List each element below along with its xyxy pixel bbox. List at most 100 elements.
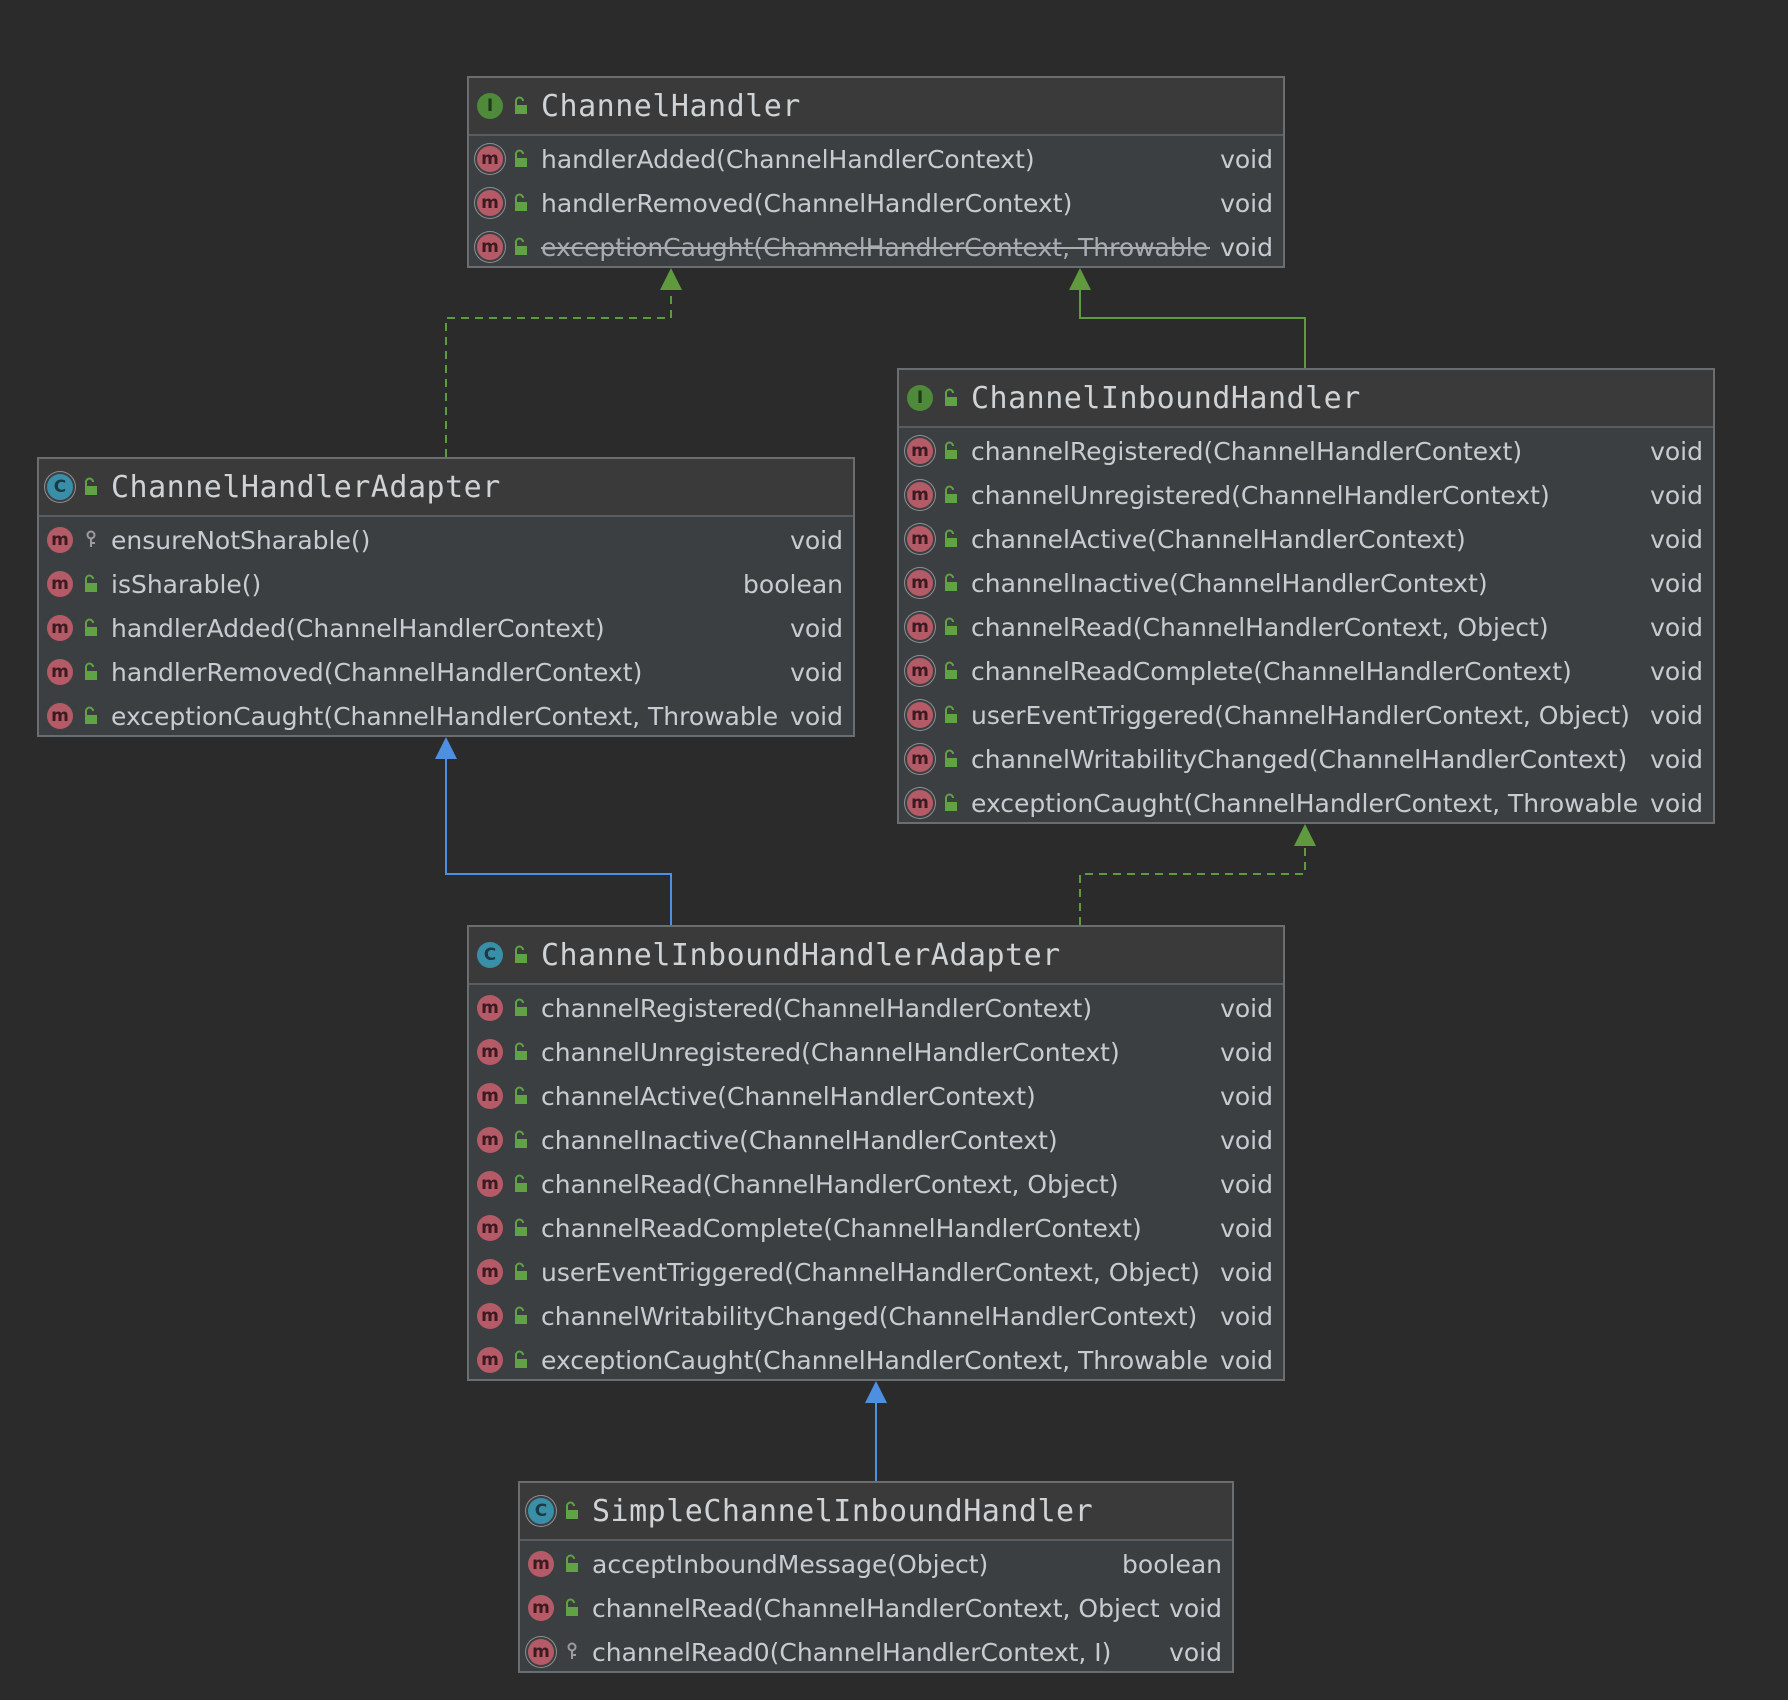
method-icon: m	[907, 482, 933, 508]
method-signature: acceptInboundMessage(Object)	[592, 1549, 989, 1579]
public-lock-icon	[511, 1173, 531, 1195]
public-lock-icon	[511, 1129, 531, 1151]
return-type: void	[1650, 612, 1703, 642]
method-signature: channelReadComplete(ChannelHandlerContex…	[971, 656, 1572, 686]
method-row[interactable]: m channelRead(ChannelHandlerContext, Obje…	[899, 605, 1713, 649]
return-type: void	[1220, 1169, 1273, 1199]
return-type: void	[1220, 1301, 1273, 1331]
method-signature: channelRegistered(ChannelHandlerContext)	[541, 993, 1093, 1023]
method-signature: channelRead(ChannelHandlerContext, Objec…	[971, 612, 1549, 642]
arrowhead-icon	[865, 1381, 887, 1403]
arrowhead-icon	[1069, 268, 1091, 290]
public-lock-icon	[511, 95, 531, 117]
method-icon: m	[47, 527, 73, 553]
arrowhead-icon	[1294, 824, 1316, 846]
public-lock-icon	[81, 476, 101, 498]
public-lock-icon	[562, 1597, 582, 1619]
return-type: void	[790, 525, 843, 555]
method-icon: m	[47, 659, 73, 685]
public-lock-icon	[511, 997, 531, 1019]
public-lock-icon	[81, 705, 101, 727]
class-name: SimpleChannelInboundHandler	[592, 1493, 1094, 1529]
method-signature: channelReadComplete(ChannelHandlerContex…	[541, 1213, 1142, 1243]
public-lock-icon	[941, 704, 961, 726]
method-icon: m	[907, 570, 933, 596]
class-name: ChannelHandlerAdapter	[111, 469, 501, 505]
public-lock-icon	[941, 440, 961, 462]
class-name: ChannelHandler	[541, 88, 801, 124]
return-type: void	[1220, 1037, 1273, 1067]
return-type: void	[1220, 144, 1273, 174]
public-lock-icon	[511, 236, 531, 258]
method-icon: m	[528, 1551, 554, 1577]
method-signature: channelInactive(ChannelHandlerContext)	[541, 1125, 1058, 1155]
method-icon: m	[907, 614, 933, 640]
public-lock-icon	[941, 484, 961, 506]
method-signature: exceptionCaught(ChannelHandlerContext, T…	[541, 1345, 1211, 1375]
public-lock-icon	[511, 1085, 531, 1107]
method-icon: m	[47, 615, 73, 641]
public-lock-icon	[511, 148, 531, 170]
method-icon: m	[528, 1595, 554, 1621]
public-lock-icon	[511, 1305, 531, 1327]
public-lock-icon	[81, 617, 101, 639]
method-row[interactable]: m handlerAdded(ChannelHandlerContext) void	[39, 606, 853, 650]
method-signature: handlerRemoved(ChannelHandlerContext)	[541, 188, 1073, 218]
public-lock-icon	[81, 573, 101, 595]
edge-inbound-extends-handler	[1079, 290, 1306, 368]
method-signature: handlerAdded(ChannelHandlerContext)	[111, 613, 605, 643]
method-icon: m	[907, 438, 933, 464]
arrowhead-icon	[660, 268, 682, 290]
public-lock-icon	[941, 792, 961, 814]
return-type: void	[790, 613, 843, 643]
method-signature: channelRead0(ChannelHandlerContext, I)	[592, 1637, 1112, 1667]
public-lock-icon	[941, 572, 961, 594]
public-lock-icon	[941, 528, 961, 550]
method-icon: m	[907, 526, 933, 552]
return-type: void	[1220, 993, 1273, 1023]
method-signature: userEventTriggered(ChannelHandlerContext…	[971, 700, 1630, 730]
public-lock-icon	[511, 192, 531, 214]
return-type: void	[1650, 744, 1703, 774]
